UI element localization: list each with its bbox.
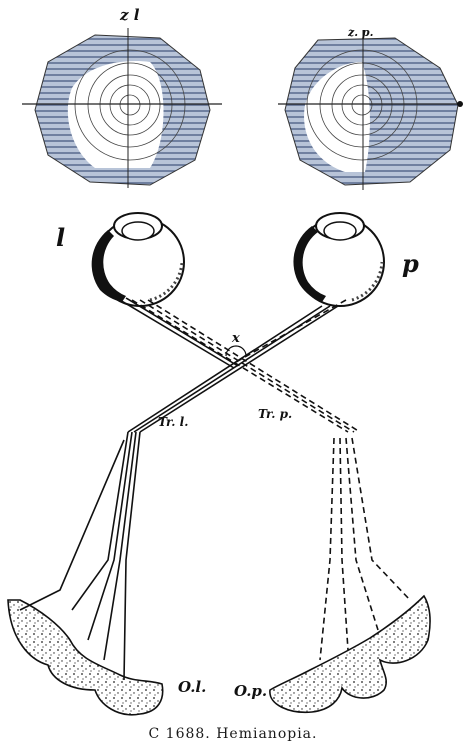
left-tract-label: Tr. l. xyxy=(158,415,188,429)
right-visual-field: z. p. xyxy=(278,26,463,190)
right-eye: p xyxy=(293,213,419,306)
optic-chiasm: x xyxy=(120,298,360,432)
right-eye-label: p xyxy=(402,249,419,278)
chiasm-label: x xyxy=(231,331,240,346)
left-field-label: z l xyxy=(119,6,140,24)
right-lobe-label: O.p. xyxy=(234,682,267,700)
left-eye: l xyxy=(56,213,184,306)
left-lobe-label: O.l. xyxy=(178,678,206,696)
left-visual-field: z l xyxy=(22,6,222,188)
left-eye-label: l xyxy=(56,223,65,252)
right-field-label: z. p. xyxy=(347,26,374,39)
figure-caption: C 1688. Hemianopia. xyxy=(0,726,466,742)
right-optic-tract: Tr. p. xyxy=(258,407,410,660)
left-occipital-lobe: O.l. xyxy=(8,600,206,715)
right-tract-label: Tr. p. xyxy=(258,407,292,421)
right-occipital-lobe: O.p. xyxy=(234,596,430,712)
